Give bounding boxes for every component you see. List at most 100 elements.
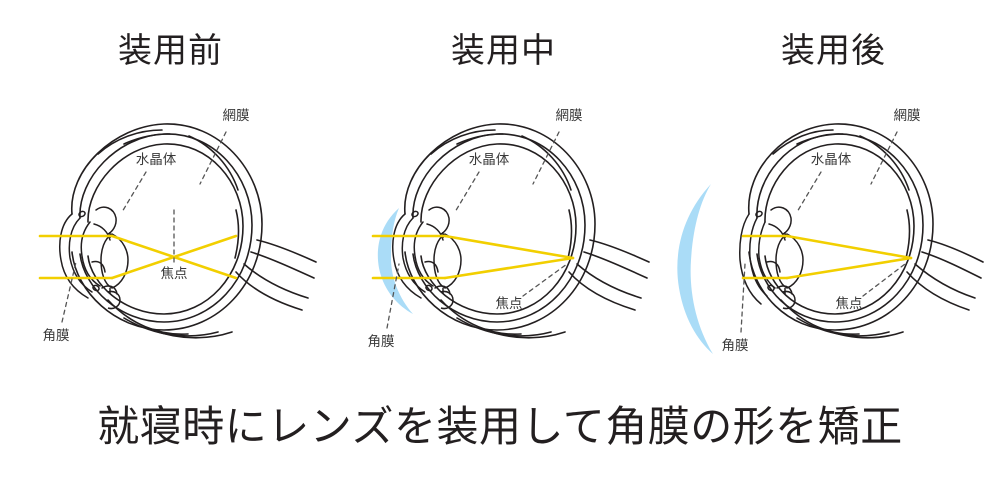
anterior-chamber [413, 221, 434, 287]
retina-arc-right-2 [234, 209, 240, 259]
leader-crystalline-lens [121, 171, 147, 213]
leader-cornea [386, 263, 400, 329]
cornea-outline-flattened [739, 213, 762, 305]
retina-layer [420, 143, 577, 315]
panel-title-after: 装用後 [781, 32, 886, 70]
optic-nerve-mid [250, 251, 315, 279]
light-ray-top-refracted [443, 234, 575, 260]
ciliary-body-top [95, 206, 117, 235]
iris-lower [91, 260, 106, 273]
removed-contact-lens [677, 184, 713, 354]
ciliary-body-bottom [776, 285, 793, 295]
leader-retina [532, 131, 560, 185]
crystalline-lens-body [100, 233, 129, 289]
label-focal-point: 焦点 [161, 266, 188, 281]
retina-arc-right-2 [567, 209, 573, 259]
light-ray-group [38, 234, 238, 280]
leader-focal-point [862, 263, 906, 297]
iris-upper [426, 223, 444, 241]
limbus-node-top [411, 210, 419, 218]
ciliary-body-top [770, 206, 792, 235]
retina-arc-upper [772, 129, 834, 155]
label-crystalline-lens: 水晶体 [469, 152, 510, 167]
retina-arc-upper [97, 129, 163, 155]
light-ray-bottom-refracted [443, 256, 575, 280]
label-cornea: 角膜 [43, 328, 70, 343]
limbus-node-top [78, 210, 86, 218]
optic-nerve-lower-2 [568, 271, 636, 311]
iris-upper [768, 223, 786, 241]
optic-nerve-lower-2 [906, 271, 970, 311]
light-ray-group [741, 234, 913, 280]
panel-title-during: 装用中 [451, 32, 556, 70]
sclera-outline [748, 123, 934, 331]
sclera-outline [71, 123, 263, 331]
eye-diagram-before: 網膜 水晶体 焦点 角膜 [38, 108, 317, 343]
optic-nerve-mid [583, 251, 648, 279]
lower-sheath-1 [107, 299, 189, 335]
label-cornea: 角膜 [722, 338, 749, 353]
choroid-layer [756, 133, 924, 323]
light-ray-group [371, 234, 575, 280]
crystalline-lens-body [775, 233, 804, 289]
eye-diagram-after: 網膜 水晶体 焦点 角膜 [677, 108, 984, 354]
iris-lower [424, 260, 439, 273]
light-ray-top-refracted [785, 234, 913, 260]
label-crystalline-lens: 水晶体 [811, 152, 852, 167]
anterior-chamber [80, 221, 101, 287]
limbus-node-bottom [425, 284, 433, 292]
ciliary-body-bottom [101, 285, 118, 295]
lens-suspensory-bottom [107, 290, 121, 310]
leader-cornea [740, 263, 746, 333]
optic-nerve-upper [256, 239, 317, 263]
diagram-caption: 就寝時にレンズを装用して角膜の形を矯正 [97, 403, 903, 450]
optic-nerve-lower [576, 263, 642, 299]
panel-title-before: 装用前 [118, 32, 223, 70]
leader-retina [199, 131, 227, 185]
limbus-node-bottom [92, 284, 100, 292]
ciliary-body-top [428, 206, 450, 235]
limbus-node-top [755, 210, 763, 218]
panel-after: 装用後 [667, 0, 1000, 380]
optic-nerve-lower [243, 263, 309, 299]
retina-arc-upper [430, 129, 496, 155]
retina-arc-right [859, 135, 910, 191]
contact-lens-on-cornea [377, 208, 413, 314]
cornea-inner [68, 217, 93, 293]
retina-layer [87, 143, 244, 315]
label-cornea: 角膜 [368, 334, 395, 349]
anterior-chamber [758, 221, 776, 289]
light-ray-bottom-refracted [110, 234, 238, 280]
leader-cornea [61, 261, 77, 323]
cornea-outline [59, 213, 89, 299]
optic-nerve-mid [921, 251, 982, 279]
light-ray-bottom-refracted [785, 256, 913, 280]
lower-sheath-3 [151, 329, 233, 339]
lens-suspensory-bottom [440, 290, 454, 310]
eye-diagram-during: 網膜 水晶体 焦点 角膜 [368, 108, 650, 349]
label-focal-point: 焦点 [496, 296, 523, 311]
iris-upper [93, 223, 111, 241]
lens-suspensory-bottom [782, 290, 796, 310]
leader-retina [870, 131, 898, 185]
lower-sheath-3 [484, 329, 566, 339]
lower-sheath-3 [824, 329, 904, 339]
optic-nerve-lower [914, 263, 976, 299]
retina-arc-right-2 [905, 209, 911, 259]
choroid-layer [412, 133, 586, 323]
leader-crystalline-lens [796, 171, 822, 213]
retina-arc-right [188, 135, 239, 191]
retina-arc-upper-2 [123, 133, 171, 145]
leader-focal-point [522, 263, 568, 297]
crystalline-lens-body [433, 233, 462, 289]
optic-nerve-upper [927, 239, 984, 263]
label-retina: 網膜 [894, 108, 921, 123]
label-retina: 網膜 [556, 108, 583, 123]
cornea-outline [392, 213, 422, 299]
ciliary-body-bottom [434, 285, 451, 295]
leader-crystalline-lens [454, 171, 480, 213]
choroid-layer [79, 133, 253, 323]
optic-nerve-upper [589, 239, 650, 263]
label-focal-point: 焦点 [836, 296, 863, 311]
